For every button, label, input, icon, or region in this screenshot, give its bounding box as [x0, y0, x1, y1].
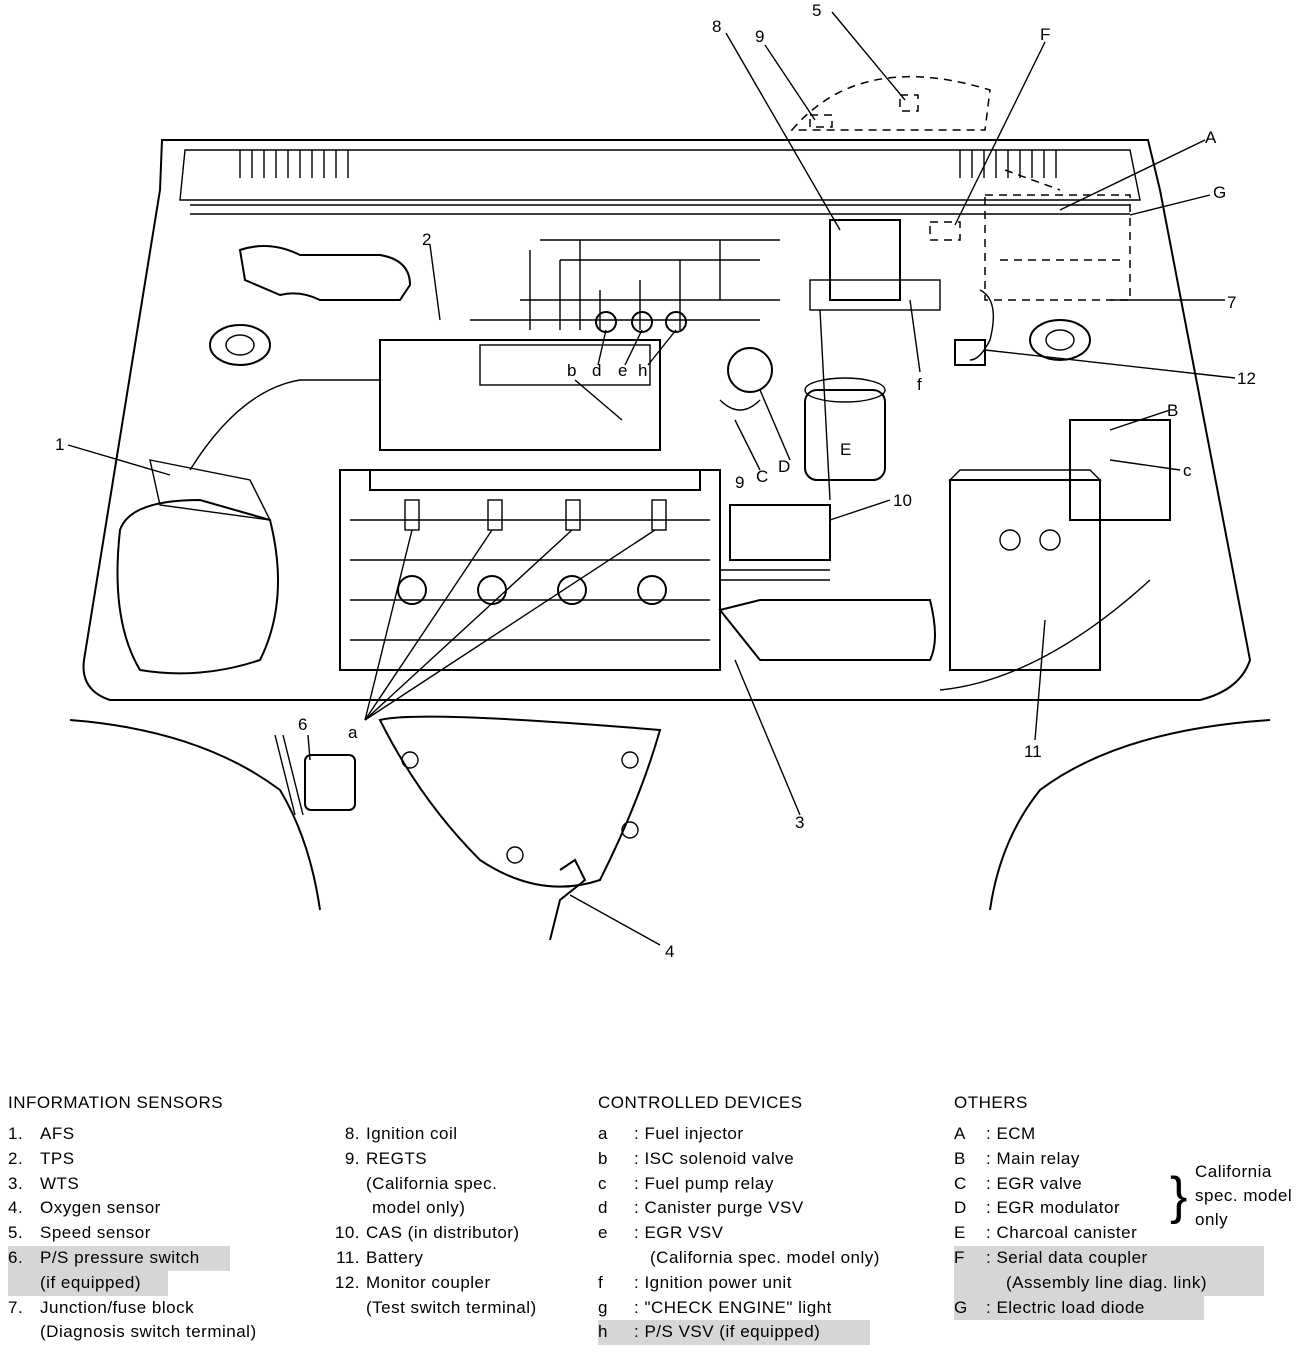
legend-row: 10.CAS (in distributor) [334, 1223, 520, 1243]
ecm-outline [984, 194, 1131, 301]
grille-slots [239, 150, 1057, 178]
legend-row: (California spec. model only) [650, 1247, 880, 1267]
oil-pan [378, 715, 662, 888]
callout-4: 4 [665, 942, 674, 961]
callout-7: 7 [1227, 293, 1236, 312]
leader-lines [67, 11, 1236, 946]
legend-row: 7.Junction/fuse block [8, 1297, 195, 1317]
legend-row: C: EGR valve [954, 1173, 1083, 1193]
legend-row: D: EGR modulator [954, 1198, 1121, 1218]
legend-row: F: Serial data coupler [954, 1245, 1264, 1271]
egr-modulator [727, 347, 773, 393]
callout-D: D [778, 457, 790, 476]
callout-G: G [1213, 183, 1226, 202]
meter-outline [790, 75, 991, 131]
california-note-line: only [1195, 1210, 1229, 1229]
main-relay [1069, 419, 1171, 521]
callout-5: 5 [812, 1, 821, 20]
legend-row: 12.Monitor coupler [334, 1272, 491, 1292]
legend-row: 5.Speed sensor [8, 1223, 151, 1243]
legend-controlled-title: CONTROLLED DEVICES [598, 1093, 803, 1112]
legend-row: 9.REGTS [344, 1148, 428, 1168]
legend-row: (Assembly line diag. link) [954, 1270, 1264, 1296]
callout-F: F [1040, 25, 1050, 44]
callout-E: E [840, 440, 851, 459]
california-note-line: California [1195, 1162, 1272, 1181]
brace-symbol: } [1170, 1167, 1188, 1225]
battery [949, 479, 1101, 671]
engine-compartment-diagram: 1 2 3 4 5 6 7 8 9 9 10 11 12 A B C D E F… [55, 1, 1271, 961]
legend-row: 4.Oxygen sensor [8, 1198, 161, 1218]
intake-manifold [379, 339, 661, 451]
left-fender [69, 719, 321, 911]
callout-h: h [638, 361, 647, 380]
legend-row: f: Ignition power unit [598, 1272, 792, 1292]
callout-e: e [618, 361, 627, 380]
legend-row: model only) [372, 1198, 466, 1218]
legend-row: 2.TPS [8, 1148, 75, 1168]
legend-row: d: Canister purge VSV [598, 1198, 804, 1218]
ps-pressure-switch [304, 754, 356, 811]
right-fender [989, 719, 1271, 911]
callout-f: f [917, 375, 922, 394]
ignition-coil [829, 219, 901, 301]
callout-9-lower: 9 [735, 473, 744, 492]
callout-9: 9 [755, 27, 764, 46]
callout-11: 11 [1024, 742, 1042, 761]
monitor-coupler [954, 339, 986, 366]
callout-1: 1 [55, 435, 64, 454]
legend-others: OTHERS A: ECM B: Main relay C: EGR valve… [954, 1092, 1264, 1321]
legend-row: e: EGR VSV [598, 1223, 724, 1243]
callout-B: B [1167, 401, 1178, 420]
callout-c: c [1183, 461, 1192, 480]
callout-8: 8 [712, 17, 721, 36]
fuel-injectors [404, 499, 667, 531]
legend-row: (California spec. [366, 1173, 498, 1193]
callout-b: b [567, 361, 576, 380]
legend-others-title: OTHERS [954, 1093, 1028, 1112]
callout-3: 3 [795, 813, 804, 832]
legend-row: g: "CHECK ENGINE" light [598, 1297, 832, 1317]
legend-row: A: ECM [954, 1124, 1036, 1143]
legend-row: 11.Battery [336, 1247, 424, 1267]
legend-row: c: Fuel pump relay [598, 1173, 774, 1193]
callout-2: 2 [422, 230, 431, 249]
legend-row: b: ISC solenoid valve [598, 1148, 795, 1168]
callout-a: a [348, 723, 358, 742]
callout-C: C [756, 467, 768, 486]
legend-row: 6.P/S pressure switch [8, 1245, 230, 1271]
legend-row: h: P/S VSV (if equipped) [598, 1320, 870, 1346]
callout-10: 10 [893, 491, 912, 510]
legend-sensors-cont: 8.Ignition coil 9.REGTS (California spec… [312, 1122, 537, 1320]
air-cleaner [116, 498, 279, 675]
legend-row: 1.AFS [8, 1124, 75, 1143]
legend-row: E: Charcoal canister [954, 1223, 1138, 1243]
legend-controlled: CONTROLLED DEVICES a: Fuel injector b: I… [598, 1092, 880, 1346]
legend-row: (Diagnosis switch terminal) [40, 1322, 257, 1342]
legend-row: (if equipped) [8, 1270, 168, 1296]
callout-6: 6 [298, 715, 307, 734]
legend-sensors: INFORMATION SENSORS 1.AFS 2.TPS 3.WTS 4.… [8, 1092, 257, 1345]
legend: INFORMATION SENSORS 1.AFS 2.TPS 3.WTS 4.… [0, 1092, 1312, 1352]
callout-d: d [592, 361, 601, 380]
legend-row: 3.WTS [8, 1173, 80, 1193]
callout-12: 12 [1237, 369, 1256, 388]
distributor [729, 504, 831, 561]
california-note: California spec. model only [1195, 1160, 1292, 1232]
legend-row: B: Main relay [954, 1148, 1080, 1168]
callout-A: A [1205, 128, 1217, 147]
legend-row: G: Electric load diode [954, 1295, 1204, 1321]
oxygen-sensor [549, 858, 587, 941]
california-note-line: spec. model [1195, 1186, 1293, 1205]
legend-row: (Test switch terminal) [366, 1297, 537, 1317]
hood-outline [82, 139, 1252, 701]
legend-row: a: Fuel injector [598, 1124, 744, 1143]
legend-row: 8.Ignition coil [344, 1124, 458, 1143]
legend-sensors-title: INFORMATION SENSORS [8, 1093, 224, 1112]
charcoal-canister [804, 389, 886, 481]
